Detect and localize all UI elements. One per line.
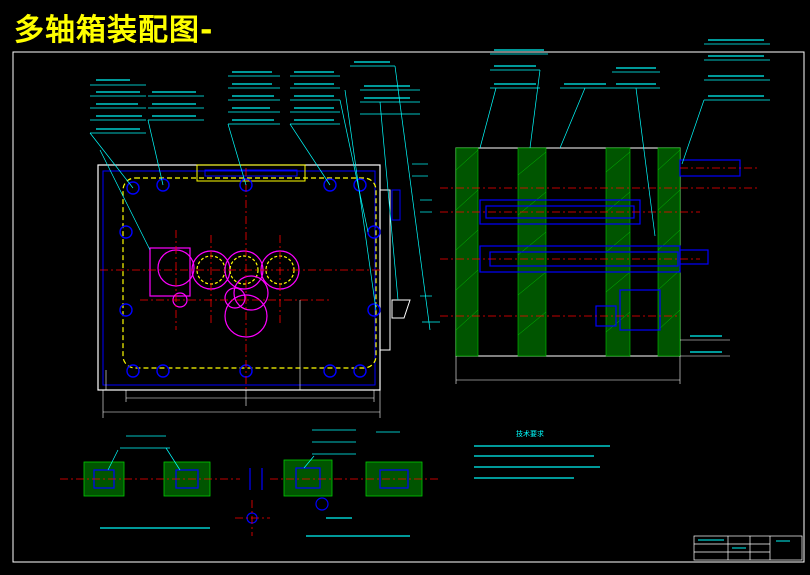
callout-text-marks <box>96 61 410 130</box>
gear-train <box>149 247 300 338</box>
technical-notes: 技术要求 <box>474 429 610 479</box>
callout-tables <box>90 65 420 134</box>
side-bracket <box>391 189 401 221</box>
section-callouts <box>479 43 770 237</box>
section-text-marks <box>494 39 764 353</box>
drawing-title: 多轴箱装配图- <box>14 13 214 48</box>
section-view <box>440 39 770 384</box>
title-block <box>693 535 803 561</box>
side-cover <box>379 189 391 351</box>
sheet-frame <box>12 51 805 563</box>
section-center-lines <box>440 167 760 317</box>
side-labels <box>412 163 440 323</box>
center-lines <box>100 168 380 390</box>
detail-views <box>60 429 440 537</box>
side-handle <box>391 299 411 319</box>
dimensions <box>102 300 381 418</box>
bolt-holes <box>119 178 381 378</box>
housing-outline <box>97 164 381 391</box>
inner-cavity <box>122 177 377 369</box>
housing-flange <box>102 170 376 386</box>
front-view <box>89 61 440 418</box>
leader-lines <box>89 65 431 331</box>
section-dimensions <box>455 339 730 384</box>
hatch-lines <box>455 149 681 336</box>
notes-title: 技术要求 <box>516 429 544 438</box>
top-slot <box>204 169 298 177</box>
